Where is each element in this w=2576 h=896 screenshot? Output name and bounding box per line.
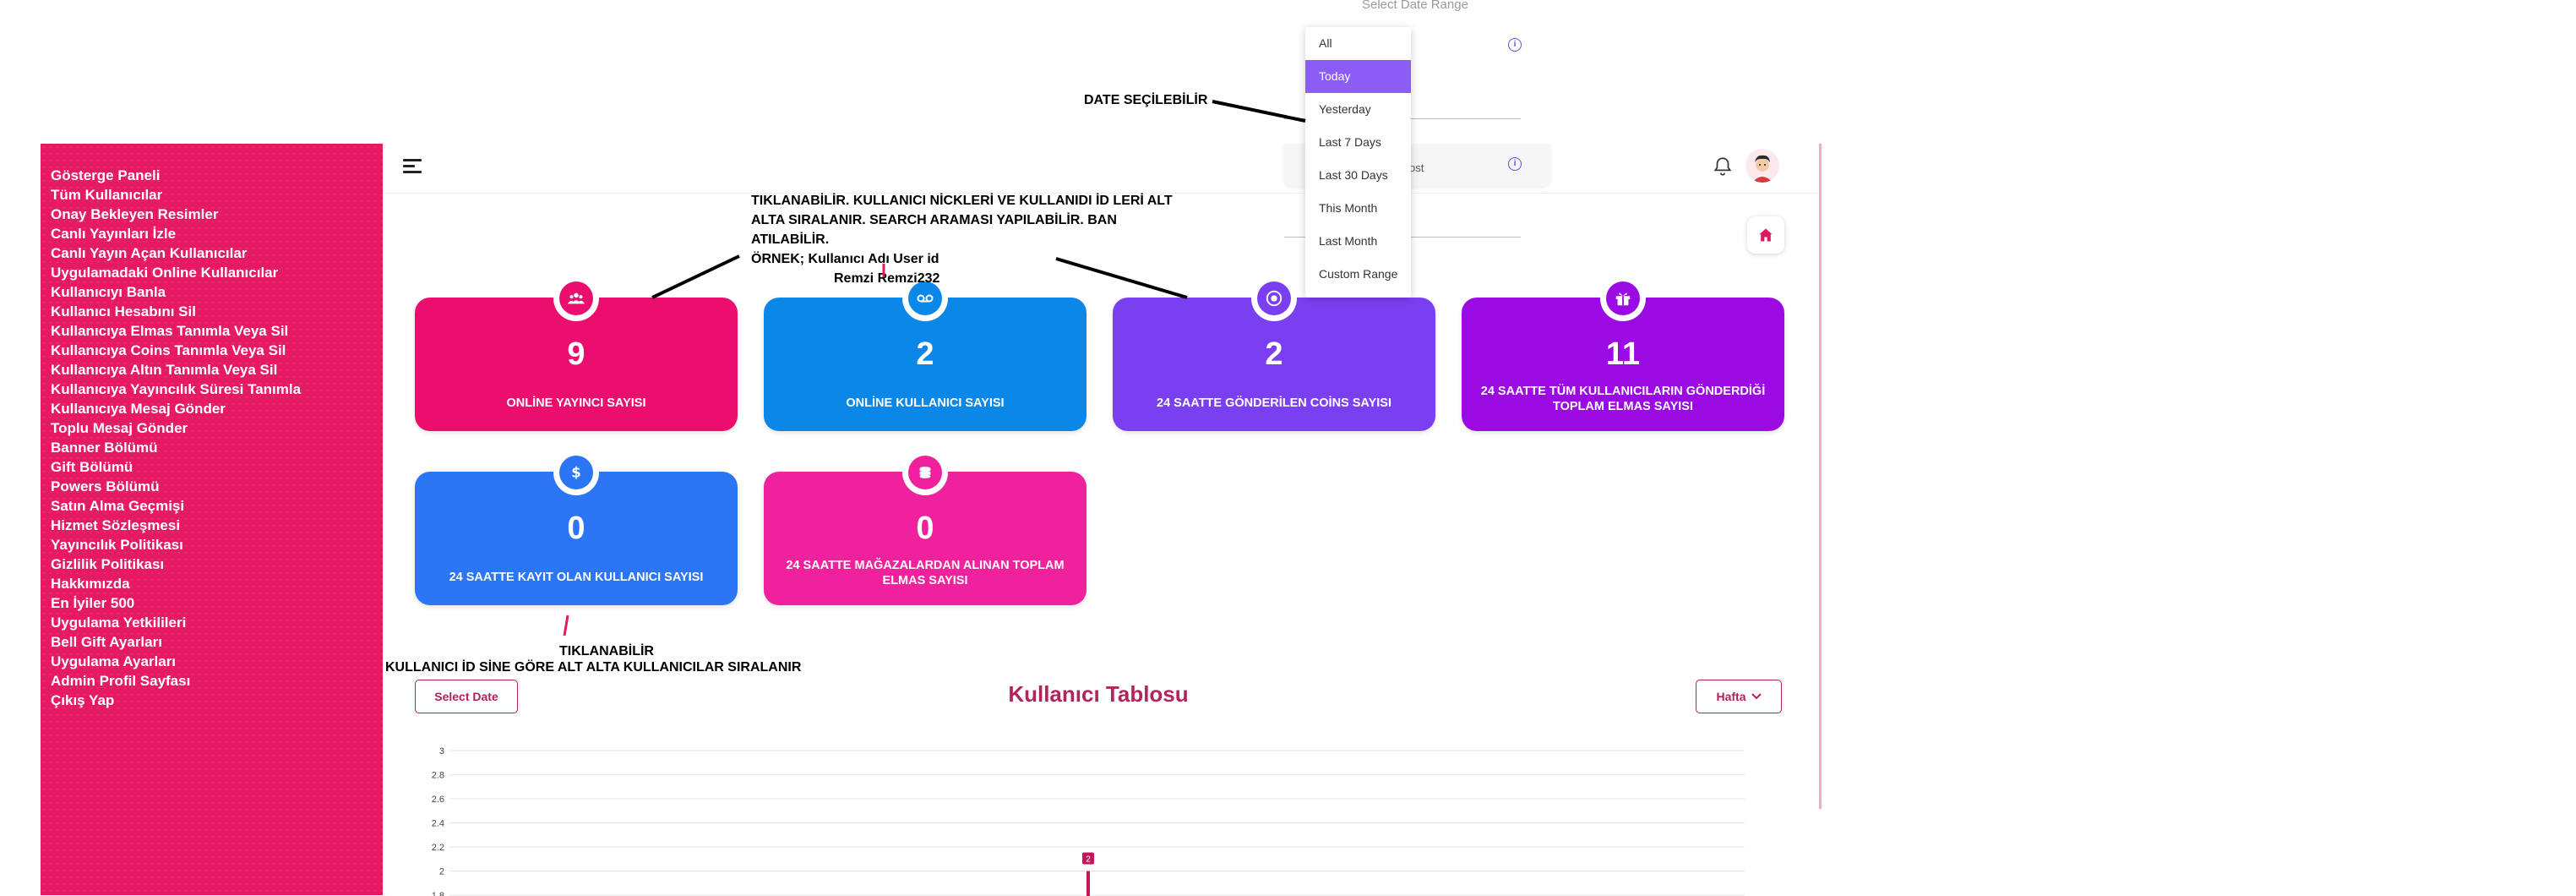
annotation-arrow-date — [1212, 101, 1305, 121]
annotation-pointer-bottom — [564, 615, 568, 636]
annotation-arrow-left — [652, 256, 739, 298]
annotation-arrow-right — [1056, 259, 1187, 298]
